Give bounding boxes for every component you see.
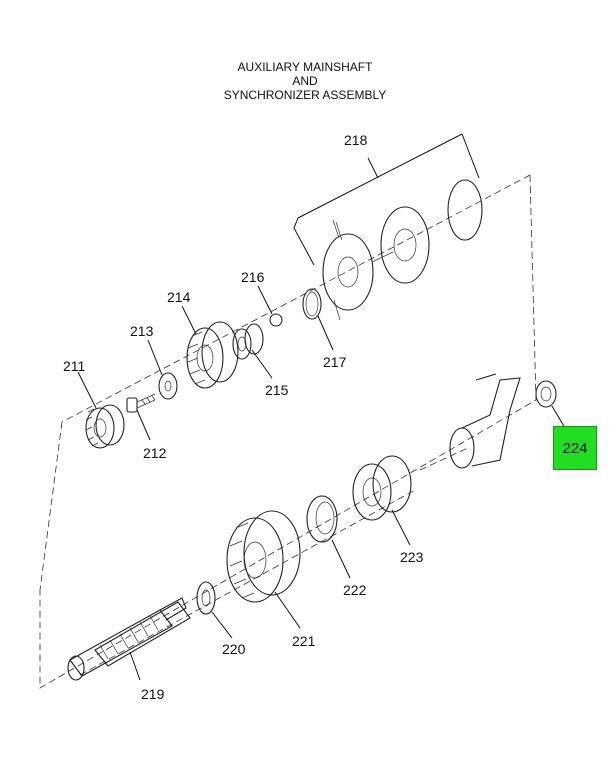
bracket-top	[297, 133, 463, 219]
part-211-gear	[85, 404, 125, 449]
label-217: 217	[323, 354, 347, 370]
label-223: 223	[400, 549, 424, 565]
axis-line-upper	[419, 446, 471, 471]
assembly-outline	[39, 174, 537, 689]
part-221-gear	[226, 510, 301, 603]
outline-left	[39, 421, 63, 591]
part-217-snap-ring	[302, 288, 322, 320]
part-216-pin	[269, 313, 283, 327]
part-219-mainshaft	[67, 597, 191, 681]
bracket-218	[293, 133, 480, 266]
label-214: 214	[167, 289, 191, 305]
leader-lines	[77, 285, 566, 681]
part-213-washer	[158, 372, 178, 400]
part-223-bearing	[352, 455, 412, 521]
outline-right-bottom	[39, 174, 537, 689]
outline-top	[61, 174, 531, 423]
bracket-right-arm	[461, 133, 480, 179]
part-214-gear	[186, 321, 239, 389]
label-216: 216	[241, 269, 265, 285]
label-220: 220	[222, 641, 246, 657]
label-224: 224	[562, 440, 588, 457]
axis-line-lower	[79, 489, 416, 676]
part-215-bearing	[232, 323, 264, 360]
highlighted-part-224-callout[interactable]: 224	[553, 426, 597, 470]
label-212: 212	[143, 445, 167, 461]
part-218-synchronizer	[322, 179, 483, 321]
part-212-bolt	[126, 393, 156, 413]
label-222: 222	[343, 582, 367, 598]
diagram-title: AUXILIARY MAINSHAFT AND SYNCHRONIZER ASS…	[185, 60, 425, 102]
output-yoke	[449, 373, 521, 469]
title-line-2: AND	[292, 74, 318, 88]
title-line-1: AUXILIARY MAINSHAFT	[237, 60, 373, 74]
leader-218	[367, 157, 379, 179]
label-215: 215	[265, 382, 289, 398]
part-224-nut	[535, 380, 557, 408]
label-211: 211	[63, 358, 86, 374]
title-line-3: SYNCHRONIZER ASSEMBLY	[223, 88, 387, 102]
part-222-washer	[306, 495, 338, 543]
callout-labels: 211 212 213 214 215 216 217 218 219 220 …	[63, 132, 424, 702]
label-221: 221	[292, 633, 316, 649]
part-220-gear	[196, 581, 216, 615]
label-219: 219	[141, 686, 165, 702]
label-213: 213	[130, 323, 154, 339]
label-218: 218	[344, 132, 368, 148]
bracket-left-arm	[293, 217, 315, 266]
